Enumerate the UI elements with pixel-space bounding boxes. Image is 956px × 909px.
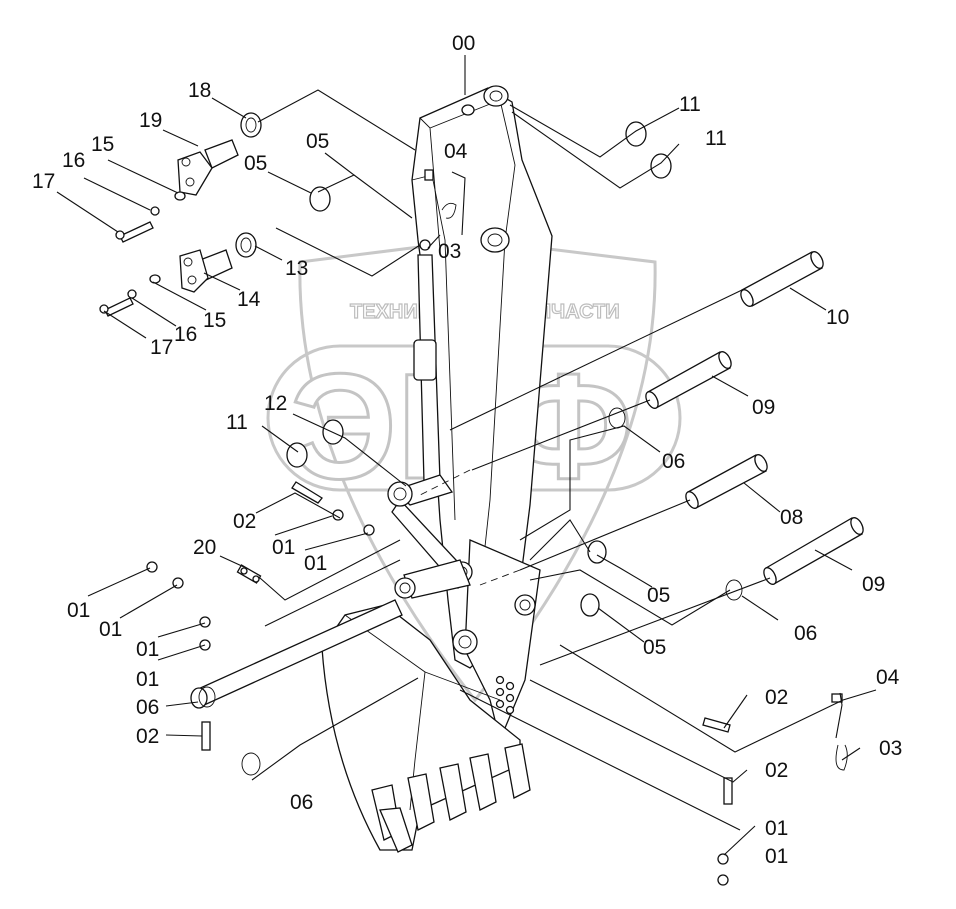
callout-05: 05: [306, 130, 329, 153]
arm-assembly: [411, 85, 553, 743]
pin-14: [179, 249, 233, 293]
callout-05: 05: [647, 584, 670, 607]
callout-11: 11: [705, 127, 727, 150]
bolt-plate: [495, 675, 515, 715]
callout-16: 16: [174, 323, 197, 346]
callout-04: 04: [876, 666, 900, 689]
callout-16: 16: [62, 149, 85, 172]
callout-09: 09: [862, 573, 885, 596]
callout-labels: 00 18 19 15 16 17 05 05 04 03 11 11 13 1…: [32, 32, 902, 868]
callout-02: 02: [765, 686, 788, 709]
callout-14: 14: [237, 288, 261, 311]
callout-03: 03: [438, 240, 461, 263]
long-pin-lower-left: [190, 599, 403, 709]
callout-10: 10: [826, 306, 849, 329]
callout-04: 04: [444, 140, 468, 163]
callout-09: 09: [752, 396, 775, 419]
rings: [149, 112, 743, 776]
bucket-shell: [321, 604, 521, 851]
callout-20: 20: [193, 536, 216, 559]
link-chain-20: [236, 564, 262, 584]
callout-01: 01: [136, 668, 159, 691]
callout-15: 15: [203, 309, 226, 332]
callout-19: 19: [139, 109, 162, 132]
callout-01: 01: [272, 536, 295, 559]
callout-00: 00: [452, 32, 475, 55]
callout-13: 13: [285, 257, 308, 280]
callout-05: 05: [643, 636, 666, 659]
callout-01: 01: [67, 599, 90, 622]
pin-09-upper: [645, 351, 732, 409]
callout-01: 01: [304, 552, 327, 575]
bucket-teeth: [371, 743, 531, 853]
callout-12: 12: [264, 392, 287, 415]
callout-06: 06: [290, 791, 313, 814]
pin-09-lower: [763, 517, 864, 585]
fasteners: [99, 169, 848, 886]
callout-17: 17: [32, 170, 55, 193]
callout-06: 06: [794, 622, 817, 645]
callout-03: 03: [879, 737, 902, 760]
callout-02: 02: [765, 759, 788, 782]
bucket: [321, 604, 531, 853]
callout-01: 01: [765, 845, 788, 868]
callout-01: 01: [765, 817, 788, 840]
callout-17: 17: [150, 336, 173, 359]
callout-01: 01: [136, 638, 159, 661]
pin-10: [740, 251, 824, 307]
pin-08: [685, 454, 768, 509]
linkage: [387, 474, 536, 655]
pin-19: [177, 139, 239, 196]
callout-11: 11: [226, 411, 248, 434]
callout-15: 15: [91, 133, 114, 156]
watermark-shield: [298, 238, 657, 703]
callout-06: 06: [662, 450, 685, 473]
leader-lines: [56, 55, 877, 856]
callout-06: 06: [136, 696, 159, 719]
callout-02: 02: [136, 725, 159, 748]
callout-18: 18: [188, 79, 211, 102]
callout-01: 01: [99, 618, 122, 641]
callout-05: 05: [244, 152, 267, 175]
callout-11: 11: [679, 93, 701, 116]
callout-08: 08: [780, 506, 803, 529]
callout-02: 02: [233, 510, 256, 533]
